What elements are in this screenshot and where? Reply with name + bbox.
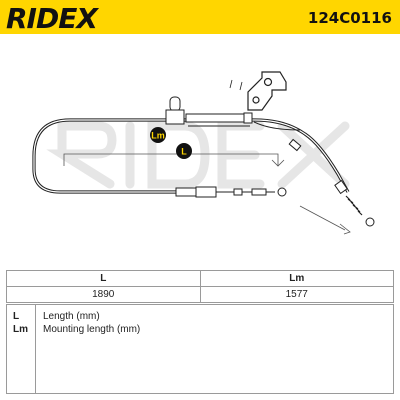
header-bar: RIDEX 124C0116 [0, 0, 400, 35]
cable-fitting-top [165, 96, 253, 125]
callout-lm: Lm [150, 127, 166, 143]
dimension-line-l [63, 153, 351, 235]
legend-description-l: Length (mm) [43, 311, 100, 322]
cable-end-bottom [175, 186, 287, 198]
svg-text:L: L [181, 147, 187, 157]
column-header-l: L [6, 270, 201, 287]
brake-cable [32, 118, 350, 194]
mounting-bracket [229, 71, 287, 111]
value-mounting-length: 1577 [199, 286, 394, 303]
brand-logo: RIDEX [6, 2, 98, 35]
table-header-row: L Lm [6, 270, 394, 287]
legend-description-lm: Mounting length (mm) [43, 324, 141, 335]
legend-key-lm: Lm [13, 324, 28, 335]
callout-l: L [176, 143, 192, 159]
legend-box: L Lm Length (mm) Mounting length (mm) [6, 304, 394, 394]
spec-table: L Lm 1890 1577 [6, 270, 394, 303]
cable-drawing: Lm L [32, 71, 375, 235]
cable-end-right [288, 138, 375, 227]
table-row: 1890 1577 [6, 286, 394, 303]
column-header-lm: Lm [199, 270, 394, 287]
svg-text:Lm: Lm [151, 131, 165, 141]
watermark [46, 121, 350, 189]
value-length: 1890 [6, 286, 201, 303]
legend-keys-column: L Lm [7, 305, 36, 393]
legend-key-l: L [13, 311, 20, 322]
part-number: 124C0116 [307, 9, 392, 27]
